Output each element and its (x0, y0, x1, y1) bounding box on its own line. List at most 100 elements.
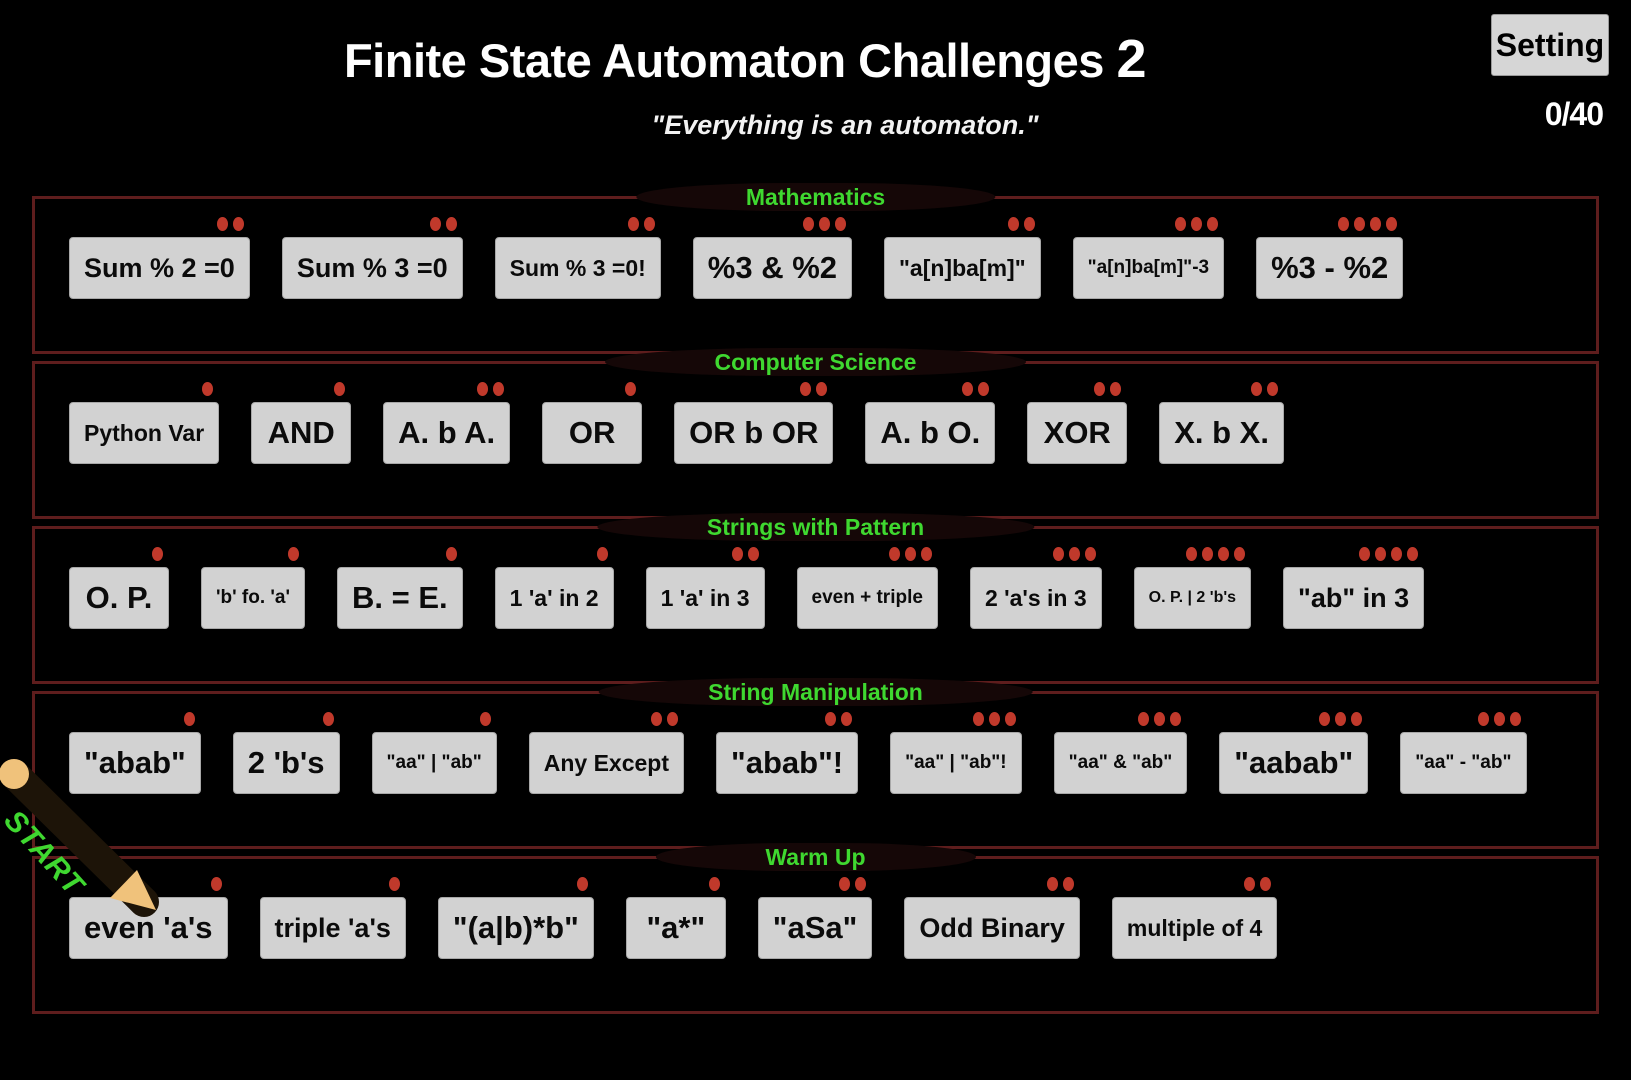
challenge-button[interactable]: multiple of 4 (1111, 897, 1278, 959)
difficulty-dot (1175, 217, 1187, 231)
challenge-item: "a*" (625, 877, 726, 959)
challenge-item: Sum % 3 =0 (281, 217, 463, 299)
difficulty-dot (1191, 217, 1203, 231)
challenge-button[interactable]: A. b A. (383, 402, 511, 464)
challenge-button[interactable]: 'b' fo. 'a' (201, 567, 306, 629)
difficulty-dots (1250, 382, 1278, 396)
section-legend-strings-with-pattern: Strings with Pattern (596, 513, 1035, 541)
difficulty-dots (216, 217, 244, 231)
difficulty-dots (839, 877, 867, 891)
challenge-item: %3 & %2 (692, 217, 853, 299)
challenge-button[interactable]: triple 'a's (259, 897, 406, 959)
challenge-item: OR b OR (674, 382, 834, 464)
challenge-button[interactable]: "aa" | "ab"! (890, 732, 1022, 794)
challenge-item: O. P. | 2 'b's (1133, 547, 1252, 629)
challenge-button[interactable]: Sum % 3 =0! (494, 237, 661, 299)
difficulty-dot (288, 547, 300, 561)
challenge-button[interactable]: %3 - %2 (1256, 237, 1404, 299)
challenge-button[interactable]: X. b X. (1159, 402, 1284, 464)
challenge-item: XOR (1027, 382, 1128, 464)
difficulty-dot (888, 547, 900, 561)
page-title: Finite State Automaton Challenges 2 (0, 28, 1490, 90)
difficulty-dot (1338, 217, 1350, 231)
challenge-button[interactable]: O. P. | 2 'b's (1133, 567, 1252, 629)
difficulty-dot (152, 547, 163, 561)
difficulty-dots (962, 382, 990, 396)
challenge-button[interactable]: 2 'b's (232, 732, 340, 794)
difficulty-dot (1023, 217, 1035, 231)
challenge-button[interactable]: Sum % 2 =0 (69, 237, 250, 299)
challenge-item: A. b O. (865, 382, 996, 464)
challenge-button[interactable]: "ab" in 3 (1283, 567, 1425, 629)
difficulty-dot (1375, 547, 1387, 561)
challenge-button[interactable]: OR b OR (674, 402, 834, 464)
challenge-item: Odd Binary (904, 877, 1080, 959)
challenge-button[interactable]: "aa" | "ab" (371, 732, 497, 794)
challenge-button[interactable]: "aabab" (1219, 732, 1369, 794)
challenge-item: "aa" & "ab" (1053, 712, 1188, 794)
page-title-number: 2 (1116, 29, 1147, 89)
challenge-button[interactable]: "a[n]ba[m]"-3 (1072, 237, 1225, 299)
challenge-button[interactable]: Sum % 3 =0 (281, 237, 463, 299)
difficulty-dots (152, 547, 163, 561)
challenge-button[interactable]: OR (542, 402, 643, 464)
difficulty-dot (232, 217, 244, 231)
setting-button[interactable]: Setting (1491, 14, 1609, 76)
challenge-button[interactable]: 1 'a' in 3 (645, 567, 765, 629)
challenge-button[interactable]: "a*" (625, 897, 726, 959)
challenge-item: even + triple (796, 547, 938, 629)
challenge-button[interactable]: "abab"! (716, 732, 859, 794)
difficulty-dot (1154, 712, 1166, 726)
challenge-button[interactable]: B. = E. (337, 567, 463, 629)
difficulty-dot (651, 712, 663, 726)
difficulty-dot (1234, 547, 1246, 561)
challenge-item: triple 'a's (259, 877, 406, 959)
challenge-button[interactable]: "abab" (69, 732, 201, 794)
challenge-button[interactable]: 2 'a's in 3 (969, 567, 1102, 629)
challenge-item: AND (251, 382, 352, 464)
difficulty-dots (576, 877, 588, 891)
challenge-button[interactable]: %3 & %2 (692, 237, 853, 299)
challenge-button[interactable]: XOR (1027, 402, 1128, 464)
challenge-button[interactable]: "(a|b)*b" (437, 897, 594, 959)
difficulty-dot (920, 547, 932, 561)
challenge-button[interactable]: AND (251, 402, 352, 464)
challenge-button[interactable]: 1 'a' in 2 (494, 567, 614, 629)
difficulty-dot (1354, 217, 1366, 231)
challenge-button[interactable]: even 'a's (69, 897, 228, 959)
challenge-button[interactable]: "a[n]ba[m]" (884, 237, 1041, 299)
difficulty-dots (202, 382, 214, 396)
challenge-button[interactable]: "aa" & "ab" (1053, 732, 1188, 794)
difficulty-dot (962, 382, 974, 396)
challenge-item: "a[n]ba[m]" (884, 217, 1041, 299)
difficulty-dots (627, 217, 655, 231)
difficulty-dots (1052, 547, 1096, 561)
difficulty-dot (445, 217, 457, 231)
section-string-manipulation: String Manipulation"abab"2 'b's"aa" | "a… (32, 678, 1599, 849)
difficulty-dot (1207, 217, 1219, 231)
challenge-item: %3 - %2 (1256, 217, 1404, 299)
challenge-item: multiple of 4 (1111, 877, 1278, 959)
challenge-button[interactable]: Python Var (69, 402, 220, 464)
difficulty-dots (322, 712, 334, 726)
difficulty-dots (334, 382, 346, 396)
difficulty-dot (825, 712, 837, 726)
challenge-button[interactable]: even + triple (796, 567, 938, 629)
challenge-button[interactable]: A. b O. (865, 402, 996, 464)
challenge-button[interactable]: O. P. (69, 567, 169, 629)
difficulty-dot (1046, 877, 1058, 891)
page-subtitle: "Everything is an automaton." (651, 110, 1039, 140)
challenge-button[interactable]: Odd Binary (904, 897, 1080, 959)
difficulty-dots (183, 712, 195, 726)
section-legend-warm-up: Warm Up (655, 843, 976, 871)
challenge-item: "(a|b)*b" (437, 877, 594, 959)
section-legend-mathematics: Mathematics (635, 183, 996, 211)
difficulty-dot (1335, 712, 1347, 726)
difficulty-dot (1509, 712, 1521, 726)
challenge-button[interactable]: "aa" - "ab" (1400, 732, 1527, 794)
challenge-button[interactable]: Any Except (528, 732, 685, 794)
challenge-button[interactable]: "aSa" (757, 897, 873, 959)
difficulty-dot (1202, 547, 1214, 561)
